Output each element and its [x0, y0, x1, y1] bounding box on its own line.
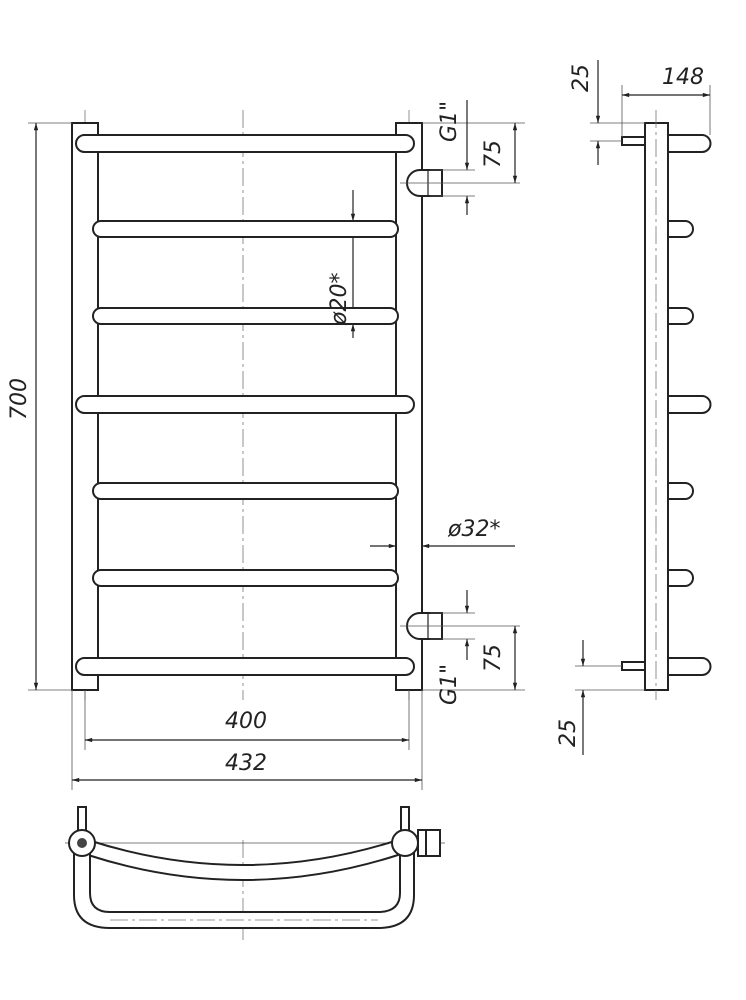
dim-width-400: 400 — [225, 709, 267, 734]
dim-width-432: 432 — [225, 751, 267, 776]
plan-view — [65, 806, 445, 940]
connector-bottom — [400, 612, 520, 640]
dim-depth: 148 — [662, 65, 704, 90]
bars — [75, 134, 415, 676]
front-view: 700 400 432 75 G1" 75 G1" ø20* — [7, 100, 525, 790]
thread-top: G1" — [437, 101, 462, 142]
connector-top — [400, 169, 520, 197]
dim-post-diameter: ø32* — [447, 517, 500, 542]
dim-offset-bottom: 25 — [556, 719, 581, 747]
thread-bottom: G1" — [437, 664, 462, 705]
dim-connector-bottom: 75 — [481, 644, 506, 672]
dim-height: 700 — [7, 378, 32, 420]
dim-offset-top: 25 — [569, 64, 594, 92]
side-view: 148 25 25 — [556, 60, 712, 755]
dim-bar-diameter: ø20* — [327, 273, 352, 326]
dim-connector-top: 75 — [481, 140, 506, 168]
side-post — [644, 122, 669, 691]
